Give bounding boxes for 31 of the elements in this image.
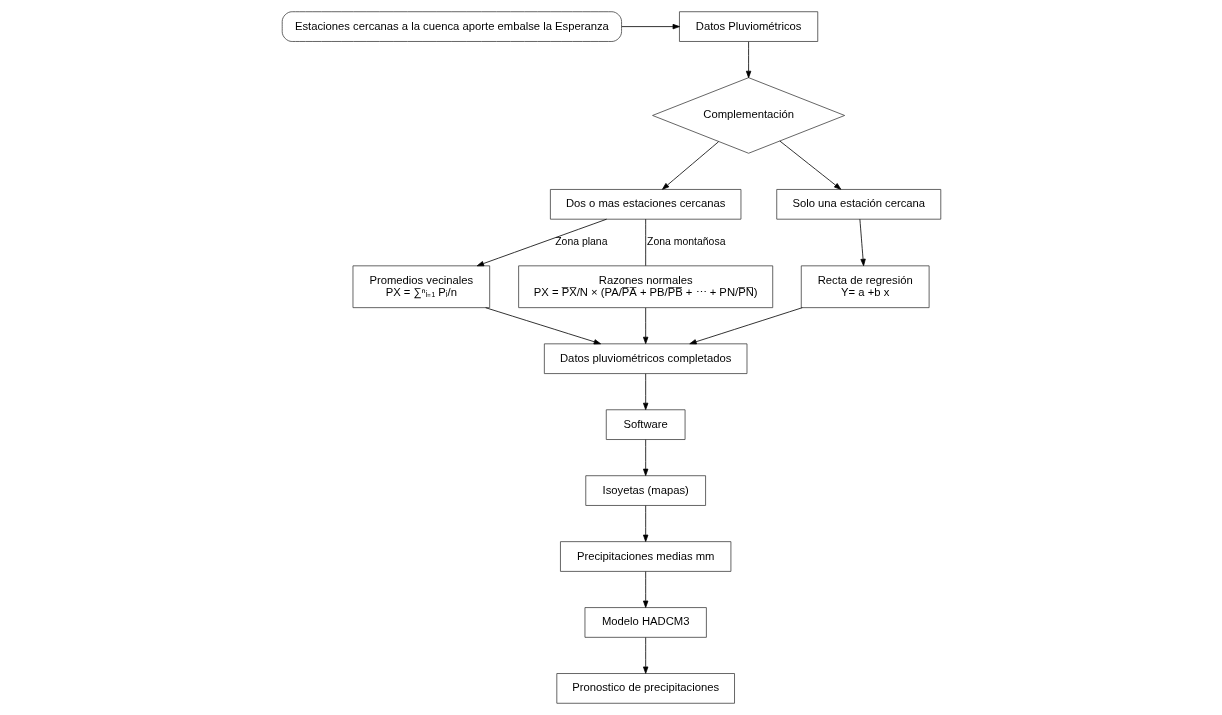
- node-box: Recta de regresión Y= a +b x: [800, 265, 929, 309]
- node-diamond: Complementación: [651, 77, 845, 154]
- arrow: [688, 307, 803, 345]
- node-box: Estaciones cercanas a la cuenca aporte embalse la Esperanza: [281, 11, 622, 42]
- connector: [644, 218, 646, 267]
- arrow: [778, 140, 841, 190]
- arrow: [642, 439, 648, 476]
- edge-label: Zona montañosa: [646, 236, 725, 248]
- edge-label: Zona plana: [554, 236, 607, 248]
- node-box: Solo una estación cercana: [775, 189, 941, 220]
- node-box: Pronostico de precipitaciones: [555, 673, 735, 704]
- arrow: [484, 307, 601, 345]
- arrow: [661, 141, 719, 190]
- node-box: Isoyetas (mapas): [584, 475, 706, 506]
- arrow: [642, 307, 648, 344]
- arrow: [642, 571, 648, 608]
- node-box: Modelo HADCM3: [584, 607, 707, 638]
- node-box: Software: [605, 409, 685, 440]
- arrow: [745, 41, 751, 79]
- arrow: [642, 637, 648, 674]
- arrow: [642, 373, 648, 410]
- arrow: [859, 218, 866, 267]
- node-box: Datos pluviométricos completados: [543, 343, 747, 374]
- arrow: [642, 505, 648, 542]
- arrow: [476, 218, 607, 267]
- node-box: Dos o mas estaciones cercanas: [549, 189, 741, 220]
- node-box: Promedios vecinales PX = ∑ⁿᵢ₌₁ Pᵢ/n: [352, 265, 490, 309]
- node-box: Razones normales PX = P̅X̅/N × (PA/P̅A̅ + PB/P̅B̅ + ⋯ + PN/P̅N̅): [517, 265, 773, 309]
- arrow: [620, 23, 680, 30]
- node-box: Datos Pluviométricos: [678, 11, 818, 42]
- node-box: Precipitaciones medias mm: [559, 541, 731, 572]
